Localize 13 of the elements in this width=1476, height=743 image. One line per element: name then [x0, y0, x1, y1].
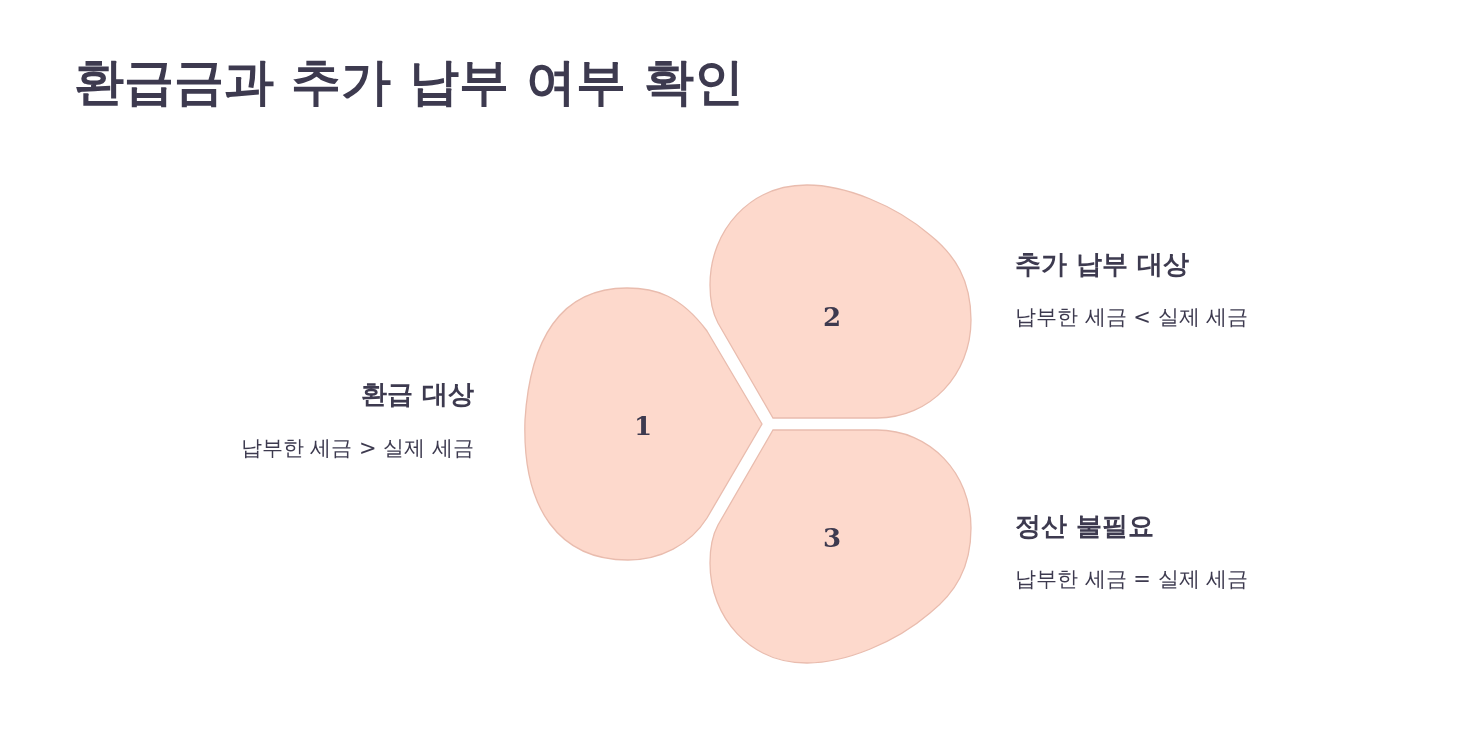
item-description: 납부한 세금 < 실제 세금 — [1015, 305, 1249, 331]
step-number: 3 — [822, 523, 842, 553]
diagram-title: 환급금과 추가 납부 여부 확인 — [74, 52, 744, 112]
petal-shape — [708, 183, 973, 420]
item-heading: 정산 불필요 — [1015, 511, 1155, 543]
item-description: 납부한 세금 > 실제 세금 — [240, 436, 474, 462]
item-heading: 환급 대상 — [360, 379, 474, 411]
step-number: 2 — [822, 302, 842, 332]
petal-shape — [708, 428, 973, 665]
petal-shape — [522, 286, 765, 563]
step-number: 1 — [633, 411, 653, 441]
item-description: 납부한 세금 = 실제 세금 — [1015, 567, 1249, 593]
item-heading: 추가 납부 대상 — [1015, 249, 1190, 281]
